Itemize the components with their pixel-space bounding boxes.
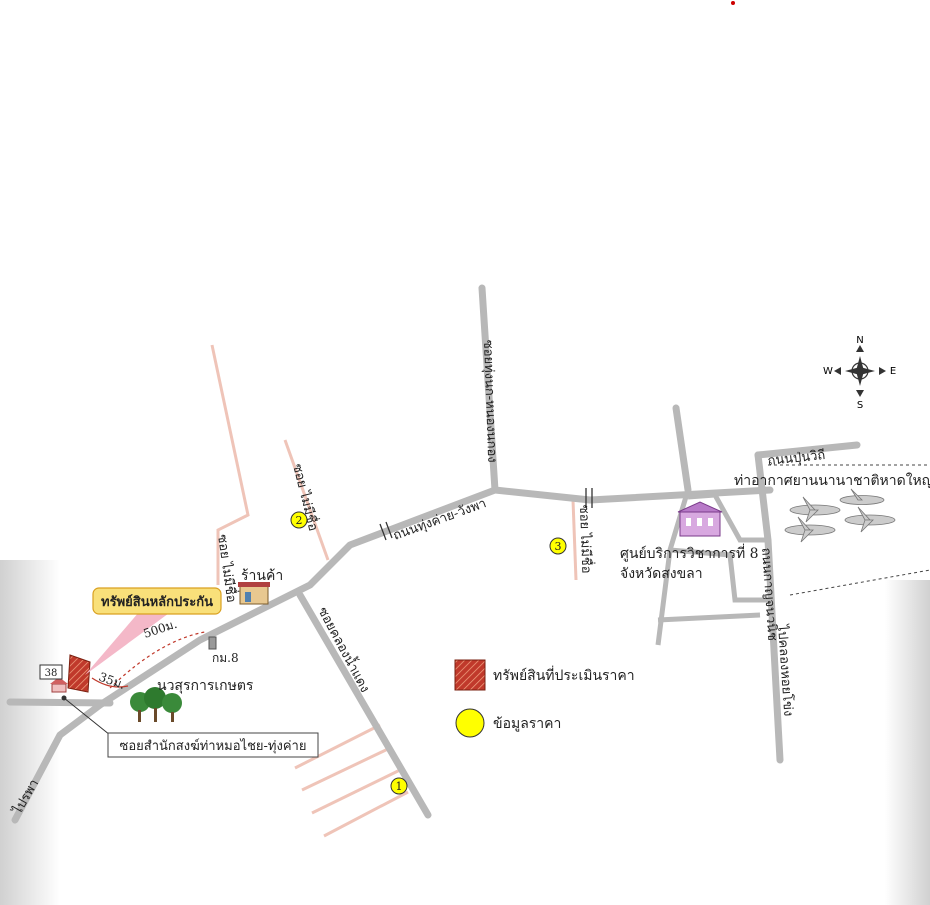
scan-dot <box>731 1 735 5</box>
road-service-east <box>687 492 765 543</box>
soi-no-name-3-label: ซอย ไม่มีชื่อ <box>576 505 595 574</box>
road-kanchanawanit-label: ถนนกาญจนวนิช <box>758 547 779 641</box>
house-icon <box>50 677 68 693</box>
price-marker-1: 1 <box>390 777 408 795</box>
road-thung-khai-wangpha <box>11 486 774 824</box>
distance-500-arc <box>109 631 206 689</box>
coop-label: นวสุรการเกษตร <box>157 678 254 694</box>
price-marker-2-label: 2 <box>296 514 303 527</box>
airport-boundary-bottom <box>789 569 930 596</box>
soi-label-box <box>107 732 319 758</box>
legend-price-swatch <box>455 708 485 738</box>
legend-appraised-swatch <box>454 659 486 691</box>
route-38-sign <box>39 664 63 680</box>
legend-price-label: ข้อมูลราคา <box>493 716 561 732</box>
road-soi-thung-nok <box>478 284 499 494</box>
collateral-callout-box <box>92 587 222 615</box>
service-center-label-1: ศูนย์บริการวิชาการที่ 8 <box>620 544 759 562</box>
compass-south-label: S <box>857 400 863 411</box>
collateral-callout-pointer <box>85 605 180 675</box>
service-center-label-2: จังหวัดสงขลา <box>620 566 703 582</box>
price-marker-3-label: 3 <box>555 540 562 553</box>
compass-north-label: N <box>856 335 863 346</box>
minor-road-soi-1 <box>210 344 250 585</box>
subject-property <box>67 654 91 693</box>
compass-east-label: E <box>890 366 896 377</box>
road-service-mid <box>669 547 770 603</box>
road-phetkasem <box>754 441 861 459</box>
map-legend: ทรัพย์สินที่ประเมินราคา ข้อมูลราคา <box>454 659 635 738</box>
road-break-marks <box>379 488 593 541</box>
km-label: กม.8 <box>212 651 239 665</box>
road-service-south <box>657 612 761 623</box>
soi-bottom-label: ซอยสำนักสงฆ์ท่าหมอไชย-ทุ่งค่าย <box>120 738 307 754</box>
airplane-icon <box>784 516 836 543</box>
airplane-icons <box>784 488 896 543</box>
soi-leader-line <box>63 697 111 736</box>
km-marker-icon <box>208 636 217 650</box>
minor-road-lane-4 <box>323 790 409 838</box>
shop-label: ร้านค้า <box>241 568 283 584</box>
minor-road-lane-1 <box>294 723 381 770</box>
road-khlong-hoi-khong-label: ไปคลองหอยโข่ง <box>774 623 796 717</box>
road-soi-khlong-nam-lam <box>296 591 432 819</box>
road-side-link <box>6 698 114 707</box>
legend-appraised-label: ทรัพย์สินที่ประเมินราคา <box>493 666 635 684</box>
road-thung-khai-label: ถนนทุ่งค่าย-วังพา <box>391 496 488 544</box>
trees-icon <box>130 687 182 722</box>
main-roads <box>6 284 861 824</box>
airplane-icon <box>844 506 896 533</box>
minor-road-soi-3 <box>571 499 578 581</box>
airport-label: ท่าอากาศยานนานาชาติหาดใหญ่ <box>734 472 930 489</box>
road-kanchanawanit <box>754 451 784 764</box>
soi-khlong-nam-lam-label: ซอยคลองน้ำแดง <box>314 603 374 695</box>
route-38-label: 38 <box>45 668 58 679</box>
distance-35-label: 35ม. <box>97 670 127 692</box>
collateral-label: ทรัพย์สินหลักประกัน <box>101 594 213 610</box>
airplane-icon <box>839 488 885 505</box>
service-center-building-icon <box>677 501 723 537</box>
price-marker-1-label: 1 <box>396 780 403 793</box>
road-phetkasem-label: ถนนปุ่นวิถี <box>767 447 826 469</box>
minor-road-lane-3 <box>311 768 401 815</box>
airplane-icon <box>789 496 841 523</box>
price-marker-3: 3 <box>549 537 567 555</box>
minor-road-lane-2 <box>301 746 391 792</box>
road-thopra-label: ไปรพา <box>9 776 42 817</box>
road-north-branch <box>672 404 692 494</box>
minor-roads <box>210 344 578 838</box>
price-marker-2: 2 <box>290 511 308 529</box>
minor-road-soi-2 <box>283 439 330 561</box>
road-soi-thung-nok-label: ซอยทุ่งนก-หนองนกอง <box>480 340 499 463</box>
shop-icon <box>238 582 270 605</box>
compass-west-label: W <box>823 366 833 377</box>
scan-shadow-right <box>885 580 930 905</box>
distance-35-arc <box>91 677 129 688</box>
scan-shadow-left <box>0 560 60 905</box>
soi-leader-dot <box>61 695 67 701</box>
compass-rose-icon: N S E W <box>823 335 896 411</box>
